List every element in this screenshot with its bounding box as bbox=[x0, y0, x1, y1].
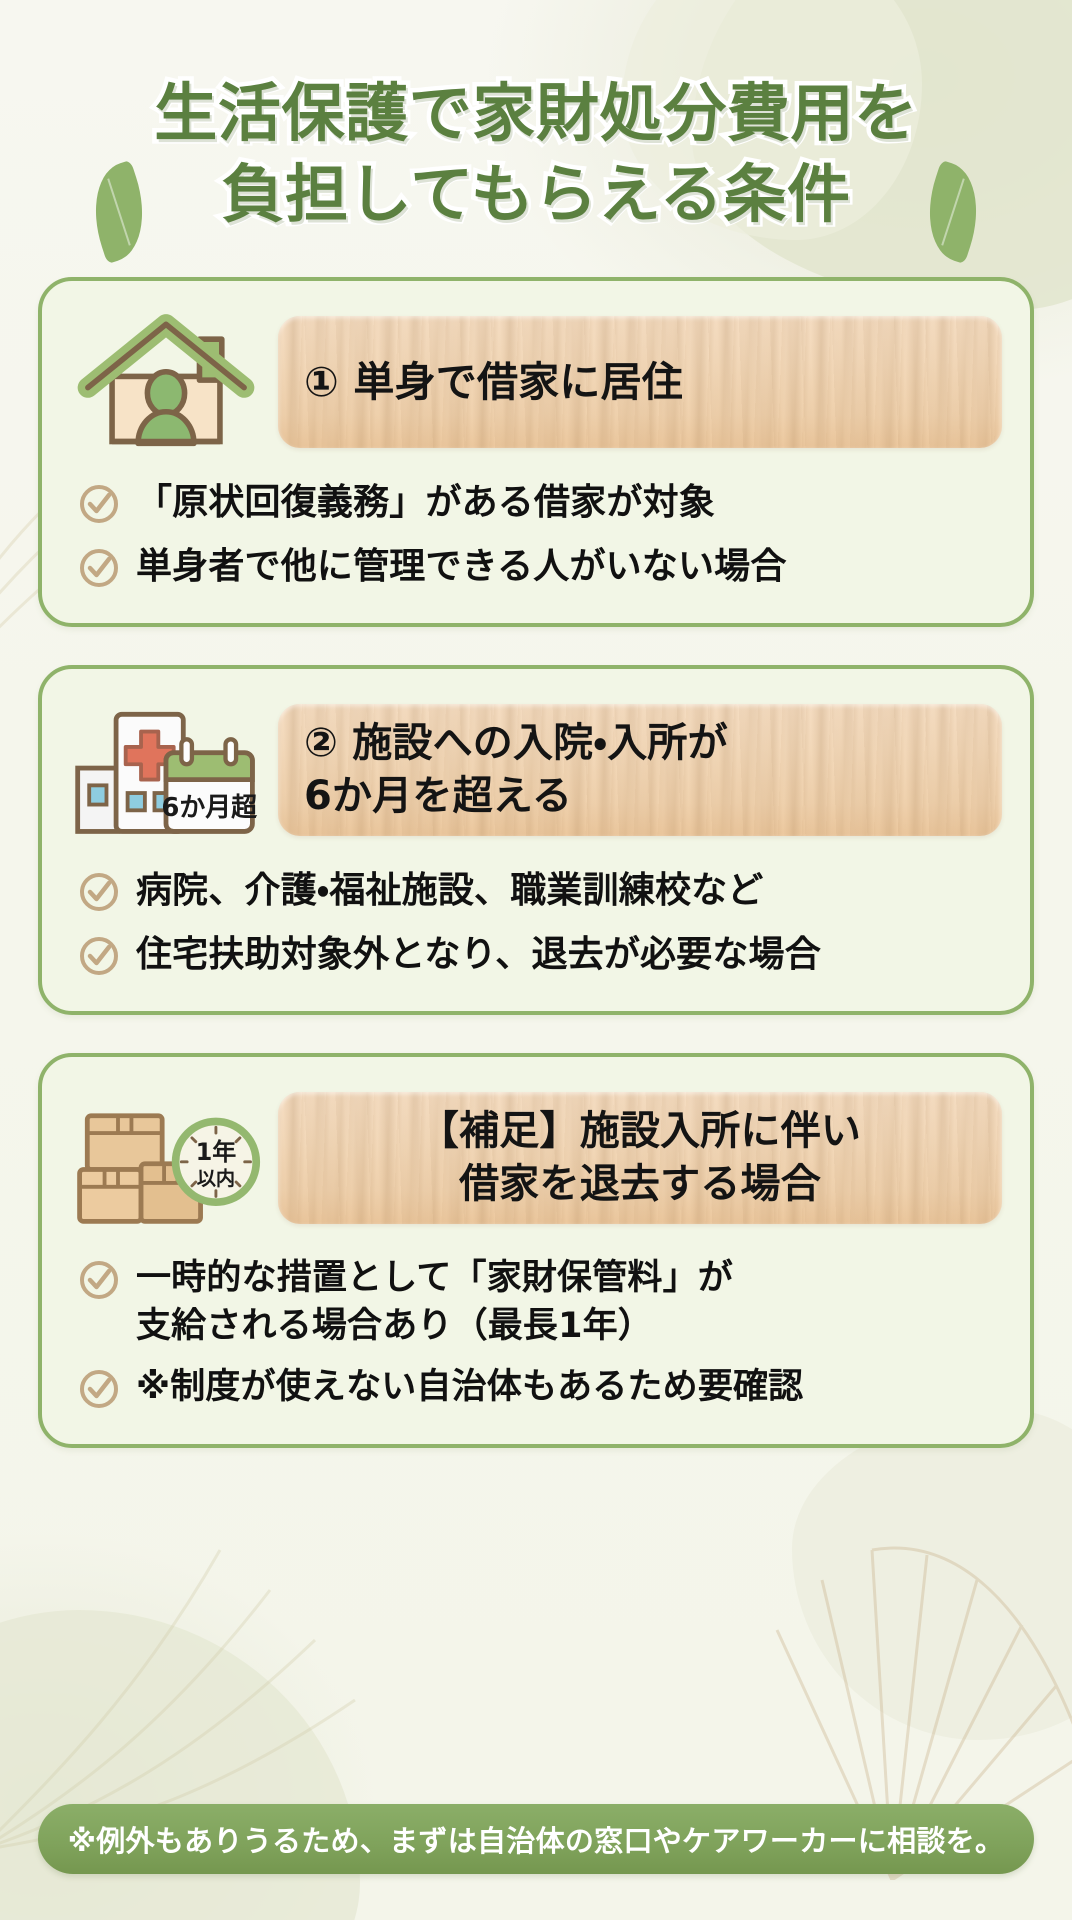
condition-card-2: 6か月超 ② 施設への入院・入所が 6か月を超える bbox=[38, 665, 1034, 1016]
check-circle-icon bbox=[78, 483, 120, 529]
card-3-icon-badge-line-2: 以内 bbox=[197, 1167, 235, 1190]
check-circle-icon bbox=[78, 547, 120, 593]
check-circle-icon bbox=[78, 1259, 120, 1305]
card-3-heading-banner: 【補足】施設入所に伴い 借家を退去する場合 bbox=[278, 1092, 1002, 1224]
card-2-heading-line-1: ② 施設への入院・入所が bbox=[304, 720, 728, 767]
footer-note-banner: ※例外もありうるため、まずは自治体の窓口やケアワーカーに相談を。 bbox=[38, 1804, 1034, 1874]
card-3-heading-text: 【補足】施設入所に伴い 借家を退去する場合 bbox=[304, 1105, 976, 1211]
page-title-line-2: 負担してもらえる条件 bbox=[217, 153, 855, 235]
card-3-bullet-text-2: ※制度が使えない自治体もあるため要確認 bbox=[136, 1367, 804, 1408]
card-3-bullet-list: 一時的な措置として「家財保管料」が 支給される場合あり（最長1年） ※制度が使え… bbox=[70, 1255, 1002, 1414]
condition-card-1: ① 単身で借家に居住 「原状回復義務」がある借家が対象 bbox=[38, 277, 1034, 628]
card-1-header: ① 単身で借家に居住 bbox=[70, 307, 1002, 457]
leaf-decoration-left-icon bbox=[79, 159, 160, 265]
card-1-bullet-list: 「原状回復義務」がある借家が対象 単身者で他に管理できる人がいない場合 bbox=[70, 479, 1002, 593]
card-2-bullet-item-1: 病院、介護・福祉施設、職業訓練校など bbox=[70, 867, 1002, 917]
card-2-bullet-list: 病院、介護・福祉施設、職業訓練校など 住宅扶助対象外となり、退去が必要な場合 bbox=[70, 867, 1002, 981]
background-leaf-lines-bottom-left-icon bbox=[0, 1549, 356, 1849]
check-circle-icon bbox=[78, 935, 120, 981]
card-1-bullet-item-2: 単身者で他に管理できる人がいない場合 bbox=[70, 543, 1002, 593]
card-3-bullet-text-1-line-1: 一時的な措置として「家財保管料」が bbox=[136, 1258, 733, 1299]
card-3-bullet-text-1-line-2: 支給される場合あり（最長1年） bbox=[136, 1305, 653, 1346]
card-2-header: 6か月超 ② 施設への入院・入所が 6か月を超える bbox=[70, 695, 1002, 845]
footer-note-text: ※例外もありうるため、まずは自治体の窓口やケアワーカーに相談を。 bbox=[67, 1824, 1005, 1858]
page-title: 生活保護で家財処分費用を 負担してもらえる条件 bbox=[38, 0, 1034, 265]
card-2-heading-text: ② 施設への入院・入所が 6か月を超える bbox=[304, 717, 728, 823]
card-3-bullet-text-1: 一時的な措置として「家財保管料」が 支給される場合あり（最長1年） bbox=[136, 1255, 733, 1350]
card-1-bullet-item-1: 「原状回復義務」がある借家が対象 bbox=[70, 479, 1002, 529]
card-2-bullet-text-1: 病院、介護・福祉施設、職業訓練校など bbox=[136, 870, 764, 912]
condition-card-list: ① 単身で借家に居住 「原状回復義務」がある借家が対象 bbox=[38, 277, 1034, 1449]
card-3-heading-line-1: 【補足】施設入所に伴い bbox=[418, 1108, 862, 1155]
card-3-heading-line-2: 借家を退去する場合 bbox=[459, 1161, 821, 1208]
card-1-bullet-text-1: 「原状回復義務」がある借家が対象 bbox=[136, 482, 715, 524]
card-2-heading-line-2: 6か月を超える bbox=[304, 773, 573, 820]
card-2-icon-badge-label: 6か月超 bbox=[161, 793, 258, 823]
card-3-header: 1年 以内 【補足】施設入所に伴い 借家を退去する場合 bbox=[70, 1083, 1002, 1233]
background-blob-top-right-secondary bbox=[622, 0, 922, 240]
hospital-calendar-icon: 6か月超 bbox=[70, 695, 262, 845]
leaf-decoration-right-icon bbox=[912, 159, 993, 265]
card-1-bullet-text-2: 単身者で他に管理できる人がいない場合 bbox=[136, 546, 787, 588]
card-3-icon-badge-line-1: 1年 bbox=[196, 1138, 237, 1166]
boxes-clock-icon: 1年 以内 bbox=[70, 1083, 262, 1233]
condition-card-3: 1年 以内 【補足】施設入所に伴い 借家を退去する場合 bbox=[38, 1053, 1034, 1449]
card-2-bullet-item-2: 住宅扶助対象外となり、退去が必要な場合 bbox=[70, 931, 1002, 981]
card-2-bullet-text-2: 住宅扶助対象外となり、退去が必要な場合 bbox=[136, 934, 821, 976]
check-circle-icon bbox=[78, 1368, 120, 1414]
card-3-bullet-item-2: ※制度が使えない自治体もあるため要確認 bbox=[70, 1364, 1002, 1414]
card-3-bullet-item-1: 一時的な措置として「家財保管料」が 支給される場合あり（最長1年） bbox=[70, 1255, 1002, 1350]
check-circle-icon bbox=[78, 871, 120, 917]
card-1-heading-banner: ① 単身で借家に居住 bbox=[278, 316, 1002, 448]
card-1-heading-text: ① 単身で借家に居住 bbox=[304, 358, 684, 407]
card-2-heading-banner: ② 施設への入院・入所が 6か月を超える bbox=[278, 704, 1002, 836]
page-title-line-1: 生活保護で家財処分費用を bbox=[150, 73, 922, 155]
house-person-icon bbox=[70, 307, 262, 457]
